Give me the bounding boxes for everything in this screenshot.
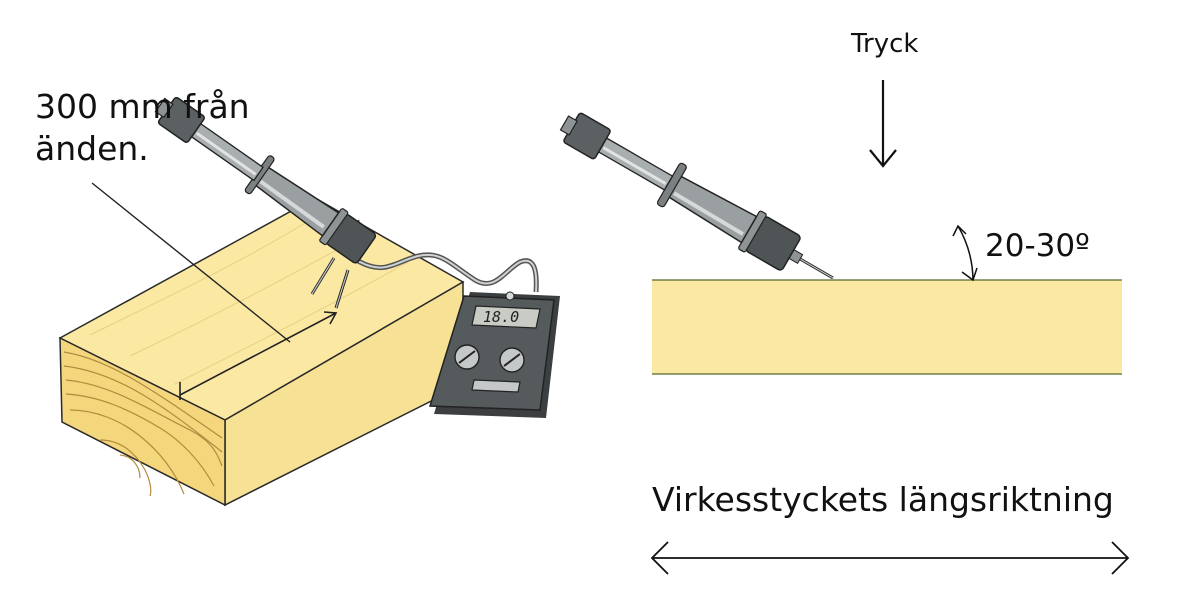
- wood-board-side-view: [652, 280, 1122, 374]
- moisture-meter-device: 18.0: [428, 291, 560, 418]
- meter-knob-left: [454, 344, 480, 370]
- meter-reading: 18.0: [483, 308, 519, 326]
- distance-label-line1: 300 mm från: [35, 87, 250, 126]
- distance-from-end-label: 300 mm från änden.: [35, 86, 250, 170]
- distance-leader-line: [91, 182, 291, 343]
- distance-measurement-arrow: [179, 311, 338, 400]
- pressure-arrow: [869, 80, 897, 168]
- meter-button-panel: [471, 379, 521, 393]
- angle-label: 20-30º: [985, 228, 1090, 264]
- angle-indicator: [952, 224, 978, 282]
- probe-pins-left: [310, 257, 350, 309]
- longitudinal-direction-arrow: [650, 541, 1130, 575]
- pressure-label: Tryck: [851, 29, 919, 59]
- direction-label: Virkesstyckets längsriktning: [652, 480, 1114, 519]
- moisture-probe-left: [154, 96, 377, 264]
- meter-display: [471, 305, 541, 329]
- end-grain-rings: [63, 351, 223, 497]
- distance-label-line2: änden.: [35, 129, 149, 168]
- meter-knob-right: [499, 347, 525, 373]
- block-end-grain-face: [59, 336, 226, 507]
- moisture-probe-right: [559, 112, 834, 280]
